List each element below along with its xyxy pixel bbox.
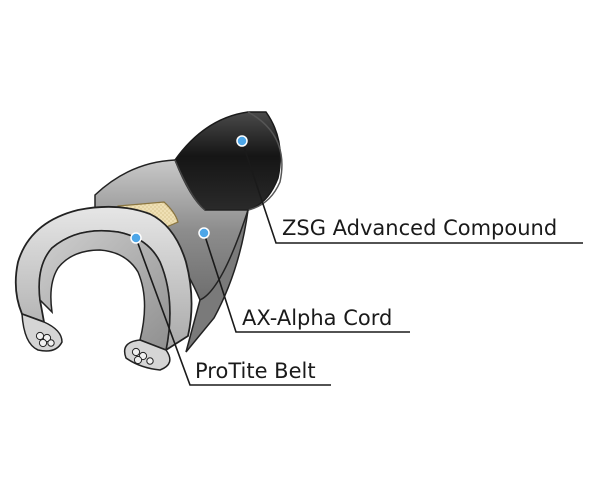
belt-label: ProTite Belt [195,359,316,383]
cord-label: AX-Alpha Cord [242,306,392,330]
compound-leader-line [241,140,583,244]
compound-label: ZSG Advanced Compound [282,216,557,240]
compound-marker [236,135,248,147]
leader-lines [135,140,583,386]
cord-marker [198,227,210,239]
belt-leader-line [135,237,331,386]
cord-leader-line [203,232,410,333]
belt-marker [130,232,142,244]
left-bead [21,312,63,352]
right-bead [123,339,171,371]
markers [130,135,248,244]
